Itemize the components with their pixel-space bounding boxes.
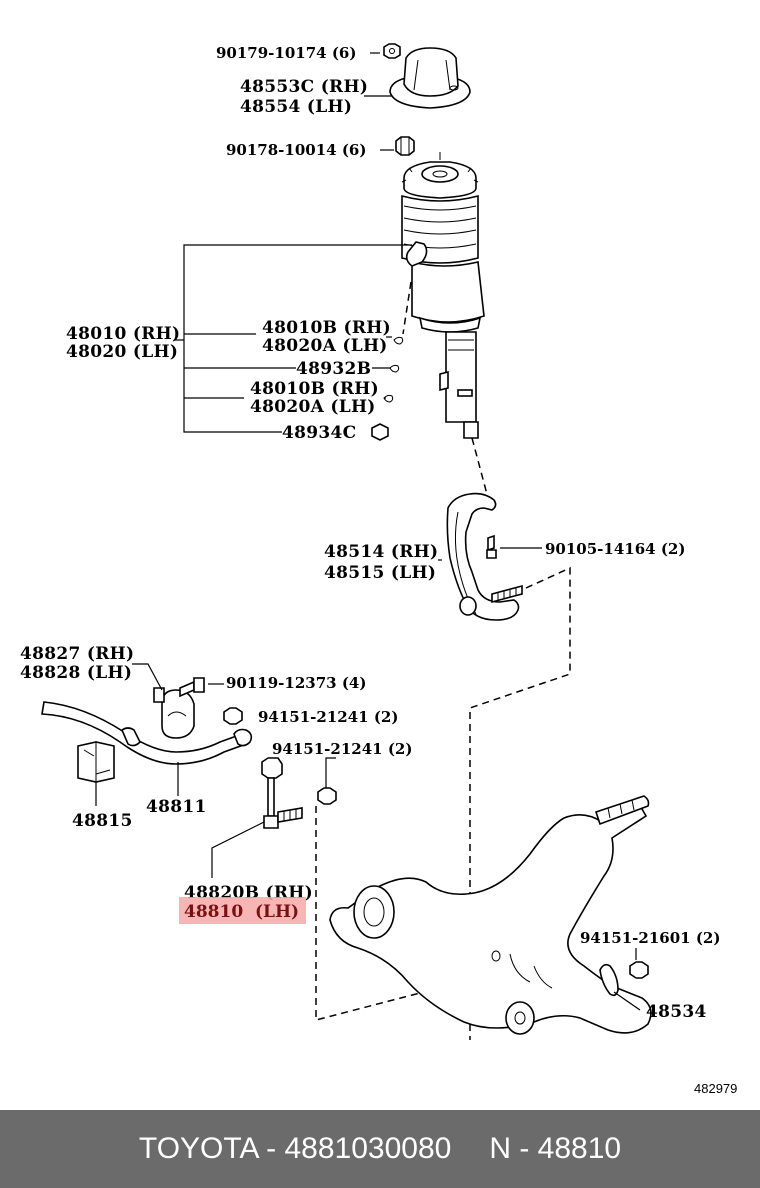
footer-bar: TOYOTA - 4881030080 N - 48810 (0, 1110, 760, 1188)
fork-icon[interactable] (446, 492, 523, 621)
label-bushing-lh: 48828 (LH) (20, 663, 132, 683)
label-sub-b-lh: 48020A (LH) (250, 397, 376, 417)
air-strut-icon[interactable] (401, 152, 485, 439)
label-support-rh: 48553C (RH) (240, 77, 368, 97)
bracket-48827-icon[interactable] (153, 687, 195, 739)
connector-48020a-icon[interactable] (383, 394, 394, 403)
bushing-48815-icon[interactable] (77, 741, 115, 783)
label-sub-a-rh: 48010B (RH) (262, 318, 391, 338)
nut-94151-c-icon[interactable] (629, 961, 649, 979)
stabilizer-link-icon[interactable] (261, 757, 303, 829)
label-strut-rh: 48010 (RH) (66, 324, 180, 344)
label-48932b: 48932B (296, 359, 371, 379)
label-sub-a-lh: 48020A (LH) (262, 336, 388, 356)
label-48534: 48534 (646, 1002, 707, 1022)
label-bolt-90105: 90105-14164 (2) (545, 540, 685, 558)
washer-48534-icon[interactable] (599, 963, 619, 997)
label-support-lh: 48554 (LH) (240, 97, 352, 117)
parts-diagram: 90179-10174 (6) 48553C (RH) 48554 (LH) 9… (20, 43, 737, 1096)
label-bushing-rh: 48827 (RH) (20, 644, 134, 664)
label-sub-b-rh: 48010B (RH) (250, 379, 379, 399)
bolt-90105-icon[interactable] (486, 534, 497, 559)
label-nut-90179: 90179-10174 (6) (216, 44, 356, 62)
diagram-ref-number: 482979 (694, 1081, 737, 1096)
label-link-lh[interactable]: 48810 (LH) (184, 902, 299, 922)
label-fork-rh: 48514 (RH) (324, 542, 438, 562)
label-nut-94151-b: 94151-21241 (2) (272, 740, 412, 758)
label-48934c: 48934C (282, 423, 356, 443)
label-48815: 48815 (72, 811, 133, 831)
stabilizer-bar-icon[interactable] (41, 701, 253, 765)
nut-94151-b-icon[interactable] (317, 787, 337, 805)
footer-brand-part-number: TOYOTA - 4881030080 (138, 1132, 452, 1165)
label-48811: 48811 (146, 797, 207, 817)
cap-48934c-icon[interactable] (371, 423, 389, 441)
label-strut-lh: 48020 (LH) (66, 342, 178, 362)
label-nut-90178: 90178-10014 (6) (226, 141, 366, 159)
nut-90179-icon[interactable] (383, 43, 401, 59)
lower-arm-icon[interactable] (329, 795, 652, 1035)
label-nut-94151-c: 94151-21601 (2) (580, 929, 720, 947)
label-fork-lh: 48515 (LH) (324, 563, 436, 583)
clip-48932b-icon[interactable] (389, 364, 400, 373)
footer-catalog-number: N - 48810 (489, 1132, 622, 1165)
highlight-box (179, 897, 306, 924)
upper-support-icon[interactable] (389, 47, 471, 109)
connector-48010b-icon[interactable] (393, 336, 404, 345)
nut-90178-icon[interactable] (395, 136, 415, 156)
label-nut-94151-a: 94151-21241 (2) (258, 708, 398, 726)
bolt-90119-icon[interactable] (179, 677, 205, 698)
label-bolt-90119: 90119-12373 (4) (226, 674, 366, 692)
nut-94151-a-icon[interactable] (223, 707, 243, 725)
